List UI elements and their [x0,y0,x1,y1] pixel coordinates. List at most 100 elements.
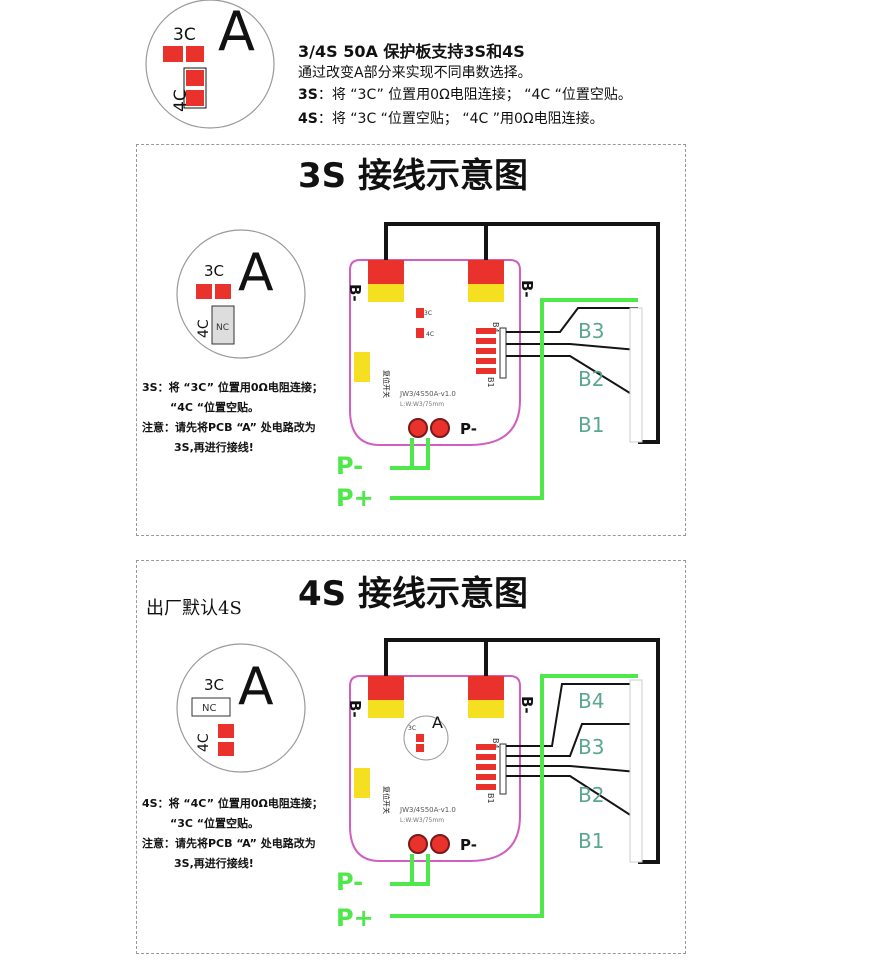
top-selector-diagram: A 3C 4C [145,0,275,129]
selector-pad-3c-a [163,46,183,62]
selector-pad-4c-a [186,70,204,86]
header-title: 3/4S 50A 保护板支持3S和4S [298,42,525,61]
b-minus-label-right: B- [518,696,536,714]
balance-connector [499,327,507,379]
board-3c-label: 3C [424,310,432,317]
panel-4s-wiring: B- B- A 3C B4 B1 复位开关 JW3/4S50A-v1.0 L:W… [336,638,660,932]
selector-letter: A [218,0,255,63]
selector-pad-3c-b [186,46,204,62]
panel-4s-selector-3c: 3C [204,676,224,694]
panel-4s [136,560,686,954]
pcb-outline [349,675,521,862]
b-minus-pad-right-red [468,260,504,284]
b-minus-wire [384,638,660,864]
b-minus-pad-right-red [468,676,504,700]
balance-wire-b3b2 [506,765,639,773]
balance-pin-2 [476,338,496,344]
header-3s-line: 3S：将 “3C” 位置用0Ω电阻连接； “4C “位置空贴。 [298,84,632,104]
cell-label-2: B2 [578,367,604,391]
panel-4s-selector-circle [176,643,306,773]
balance-pin-1 [476,744,496,750]
cell-label-2: B3 [578,735,604,759]
header-subtitle: 通过改变A部分来实现不同串数选择。 [298,65,532,81]
header-3s-key: 3S [298,87,318,103]
p-plus-label: P+ [336,904,374,932]
panel-4s-note-line2: “3C “位置空贴。 [170,817,260,830]
panel-4s-selector: A 3C NC 4C [176,643,306,773]
panel-4s-title: 4S 接线示意图 [298,574,528,614]
p-minus-wire [390,854,430,886]
balance-pin-5 [476,784,496,790]
panel-3s-pad-3c-a [196,284,212,299]
header-4s-text: ：将 “3C “位置空贴； “4C ”用0Ω电阻连接。 [317,111,604,127]
panel-3s-nc-box [211,305,235,345]
balance-pin-4 [476,774,496,780]
b-minus-label-right: B- [518,280,536,298]
panel-4s-note-line3: 注意：请先将PCB “A” 处电路改为 [142,837,316,850]
board-a-letter: A [432,713,443,732]
panel-4s-note: 4S：将 “4C” 位置用0Ω电阻连接； “3C “位置空贴。 注意：请先将PC… [142,794,323,874]
panel-3s-selector-letter: A [238,243,274,303]
header-4s-line: 4S：将 “3C “位置空贴； “4C ”用0Ω电阻连接。 [298,108,604,128]
b-minus-label-left: B- [346,284,364,302]
board-model: JW3/4S50A-v1.0 [399,390,456,398]
p-terminal-1 [408,418,428,438]
panel-3s-wiring: B- B- 3C 4C B4 B1 复位开关 JW3/4S50A-v1.0 L:… [336,222,660,512]
balance-wire-b3-top [506,307,638,333]
selector-4c-outline [183,67,207,109]
reset-switch-label: 复位开关 [382,370,391,398]
b-minus-pad-left-red [368,676,404,700]
board-3c-label: 3C [408,725,416,732]
panel-3s-nc-label: NC [216,323,229,333]
board-b4-label: B4 [491,738,500,749]
board-4c-label: 4C [426,331,434,338]
board-b4-label: B4 [491,322,500,333]
b-minus-wire [384,222,660,444]
board-size: L:W:W3/75mm [400,817,444,824]
battery-pack [629,679,643,863]
selector-circle [145,0,275,129]
panel-4s-selector-letter: A [238,657,274,717]
balance-connector [499,743,507,795]
selector-pad-4c-b [186,90,204,106]
balance-wire-b4-top [506,683,638,747]
p-minus-board-label: P- [460,420,477,438]
board-size: L:W:W3/75mm [400,401,444,408]
panel-3s-selector: A 3C NC 4C [176,229,306,359]
balance-pin-3 [476,764,496,770]
balance-wire-b2b1 [506,355,639,399]
balance-wire-b3b2 [506,343,639,351]
p-plus-label: P+ [336,484,374,512]
balance-wire-b2b1 [506,775,639,821]
cell-label-1: B3 [578,319,604,343]
board-pad-4c-a [416,734,424,742]
b-minus-pad-left-yellow [368,700,404,718]
b-minus-label-left: B- [346,700,364,718]
p-terminal-2 [430,418,450,438]
cell-label-3: B2 [578,783,604,807]
panel-3s-selector-4c: 4C [196,319,212,338]
cell-label-4: B1 [578,829,604,853]
panel-3s-selector-circle [176,229,306,359]
board-pad-3c-top [416,308,424,318]
balance-pin-5 [476,368,496,374]
balance-pin-4 [476,358,496,364]
b-minus-pad-right-yellow [468,700,504,718]
reset-switch [354,768,370,798]
p-plus-wire [390,674,638,918]
header-4s-key: 4S [298,111,318,127]
balance-pin-2 [476,754,496,760]
balance-pin-1 [476,328,496,334]
board-b1-label: B1 [486,793,495,804]
cell-label-3: B1 [578,413,604,437]
b-minus-pad-left-yellow [368,284,404,302]
p-minus-board-label: P- [460,836,477,854]
cell-label-1: B4 [578,689,604,713]
panel-4s-note-line4: 3S,再进行接线! [174,857,254,870]
selector-3c-label: 3C [173,25,196,45]
b-minus-pad-right-yellow [468,284,504,302]
header-3s-text: ：将 “3C” 位置用0Ω电阻连接； “4C “位置空贴。 [317,87,632,103]
board-pad-4c-b [416,744,424,752]
panel-3s-note: 3S：将 “3C” 位置用0Ω电阻连接； “4C “位置空贴。 注意：请先将PC… [142,378,323,458]
panel-3s-selector-3c: 3C [204,262,224,280]
